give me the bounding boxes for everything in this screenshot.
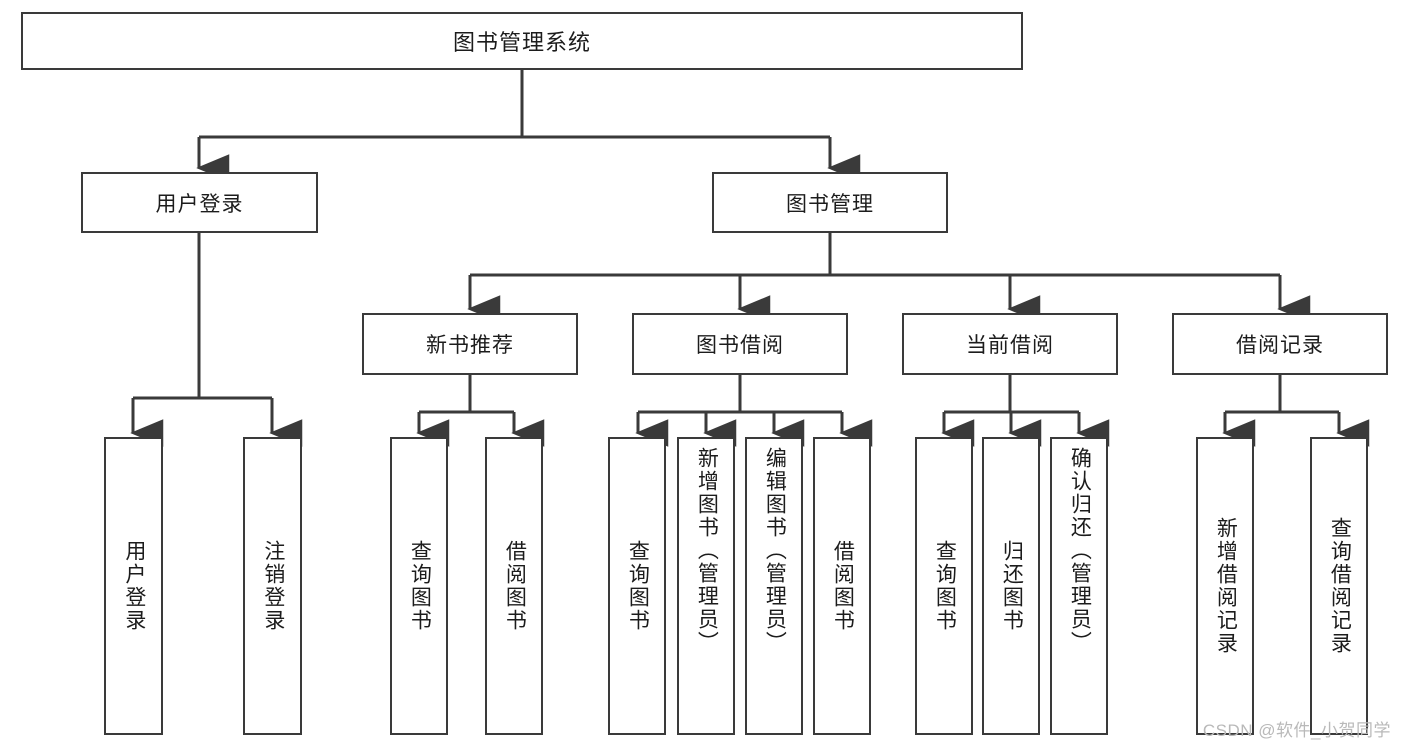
node-borrow-record-label: 借阅记录 <box>1236 334 1324 357</box>
leaf-user-login-label: 用户登录 <box>122 540 146 632</box>
leaf-borrow-book-2-label: 借阅图书 <box>831 540 855 632</box>
node-user-login-label: 用户登录 <box>155 192 244 216</box>
leaf-edit-book-label: 编辑图书（管理员） <box>763 447 787 654</box>
leaf-query-book-3-label: 查询图书 <box>933 540 957 632</box>
leaf-return-book-label: 归还图书 <box>1000 540 1024 632</box>
node-new-book-rec[interactable]: 新书推荐 <box>362 313 578 375</box>
leaf-add-book[interactable]: 新增图书（管理员） <box>677 437 735 735</box>
node-book-borrow[interactable]: 图书借阅 <box>632 313 848 375</box>
node-current-borrow[interactable]: 当前借阅 <box>902 313 1118 375</box>
leaf-borrow-book-2[interactable]: 借阅图书 <box>813 437 871 735</box>
leaf-borrow-book-1-label: 借阅图书 <box>503 540 527 632</box>
leaf-query-book-3[interactable]: 查询图书 <box>915 437 973 735</box>
leaf-query-book-1[interactable]: 查询图书 <box>390 437 448 735</box>
leaf-query-record[interactable]: 查询借阅记录 <box>1310 437 1368 735</box>
node-book-manage[interactable]: 图书管理 <box>712 172 948 233</box>
leaf-query-book-2-label: 查询图书 <box>626 540 650 632</box>
leaf-query-book-1-label: 查询图书 <box>408 540 432 632</box>
leaf-add-book-label: 新增图书（管理员） <box>695 447 719 654</box>
leaf-query-record-label: 查询借阅记录 <box>1328 517 1352 655</box>
node-current-borrow-label: 当前借阅 <box>966 334 1054 357</box>
leaf-borrow-book-1[interactable]: 借阅图书 <box>485 437 543 735</box>
node-user-login[interactable]: 用户登录 <box>81 172 318 233</box>
leaf-user-logout[interactable]: 注销登录 <box>243 437 302 735</box>
leaf-edit-book[interactable]: 编辑图书（管理员） <box>745 437 803 735</box>
node-book-borrow-label: 图书借阅 <box>696 334 784 357</box>
node-root[interactable]: 图书管理系统 <box>21 12 1023 70</box>
leaf-confirm-return-label: 确认归还（管理员） <box>1068 447 1092 654</box>
node-borrow-record[interactable]: 借阅记录 <box>1172 313 1388 375</box>
leaf-add-record[interactable]: 新增借阅记录 <box>1196 437 1254 735</box>
node-root-label: 图书管理系统 <box>452 30 591 55</box>
leaf-query-book-2[interactable]: 查询图书 <box>608 437 666 735</box>
watermark: CSDN @软件_小贺同学 <box>1202 721 1391 740</box>
leaf-user-login[interactable]: 用户登录 <box>104 437 163 735</box>
leaf-add-record-label: 新增借阅记录 <box>1214 517 1238 655</box>
node-book-manage-label: 图书管理 <box>786 192 874 216</box>
leaf-return-book[interactable]: 归还图书 <box>982 437 1040 735</box>
node-new-book-rec-label: 新书推荐 <box>426 334 514 357</box>
leaf-user-logout-label: 注销登录 <box>261 540 285 632</box>
leaf-confirm-return[interactable]: 确认归还（管理员） <box>1050 437 1108 735</box>
